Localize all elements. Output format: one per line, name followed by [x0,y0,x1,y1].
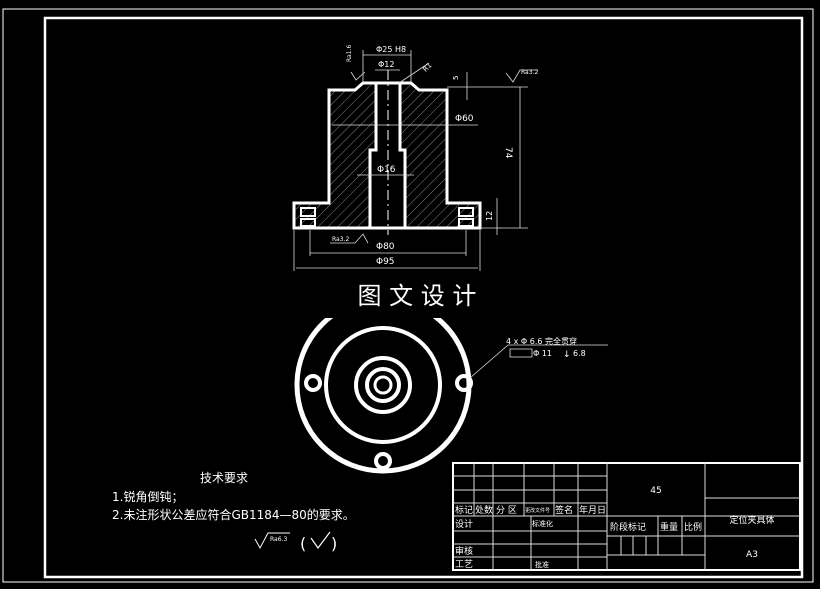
label-process: 工艺 [455,559,473,570]
dim-5: 5 [452,76,460,80]
header-change-doc: 更改文件号 [525,507,550,514]
material: 45 [650,486,661,496]
sheet-size: A3 [746,550,758,560]
dim-74: 74 [503,147,513,159]
roughness-symbol-icon [254,532,290,550]
header-mark: 标记 [455,504,473,516]
plan-view: 4 x Φ 6.6 完全贯穿 Φ 11 ↓ 6.8 [294,318,608,474]
dim-d25: Φ25 H8 [376,45,406,54]
tech-item-2: 2.未注形状公差应符合GB1184—80的要求。 [112,507,355,522]
bore-outline [368,83,407,228]
depth-icon: ↓ [563,350,571,360]
check-roughness-icon [310,531,331,550]
roughness-value: Ra6.3 [270,536,287,543]
roughness-bottom: Ra3.2 [332,236,349,243]
hole-callout-line1: 4 x Φ 6.6 完全贯穿 [506,336,577,346]
header-zone: 分 区 [496,505,517,516]
title-block-text: 45 定位夹具体 A3 标记 处数 分 区 更改文件号 签名 年月日 设计 标准… [455,486,775,570]
mounting-holes [304,374,473,470]
dim-d16: Φ16 [377,165,396,175]
part-name: 定位夹具体 [729,514,774,526]
paren-close: ) [331,534,337,553]
header-sign: 签名 [555,504,573,516]
label-review: 审核 [455,545,473,557]
roughness-left: Ra1.6 [346,45,353,62]
label-stage-mark: 阶段标记 [610,521,646,533]
title-block [452,462,801,571]
hole-callout-line2: Φ 11 [533,349,552,358]
label-weight: 重量 [660,521,678,533]
dim-d60: Φ60 [455,114,474,124]
label-design: 设计 [455,518,473,530]
watermark-text: 图 文 设 计 [358,282,477,310]
header-date: 年月日 [579,504,606,516]
dim-r1: R1 [421,61,433,73]
tech-title: 技术要求 [200,471,248,485]
dim-d12: Φ12 [378,60,394,69]
technical-requirements: 技术要求 1.锐角倒钝； 2.未注形状公差应符合GB1184—80的要求。 Ra… [112,471,355,553]
inner-frame [43,16,804,579]
dim-d80: Φ80 [376,242,395,252]
part-section-hatch [294,83,480,228]
header-count: 处数 [475,504,493,516]
flange-slots [300,207,474,227]
dim-12: 12 [485,211,494,221]
hole-callout-line3: 6.8 [573,349,586,358]
outer-frame [2,8,814,583]
dim-d95: Φ95 [376,257,395,267]
label-scale: 比例 [684,521,702,533]
label-approve: 批准 [535,560,549,569]
roughness-top: Ra3.2 [521,69,538,76]
tech-item-1: 1.锐角倒钝； [112,490,183,504]
label-standardization: 标准化 [532,519,553,528]
paren-open: ( [300,534,306,553]
section-view: Φ25 H8 Φ12 R1 5 Φ60 Φ16 74 12 Φ80 Φ95 Ra… [292,45,538,271]
